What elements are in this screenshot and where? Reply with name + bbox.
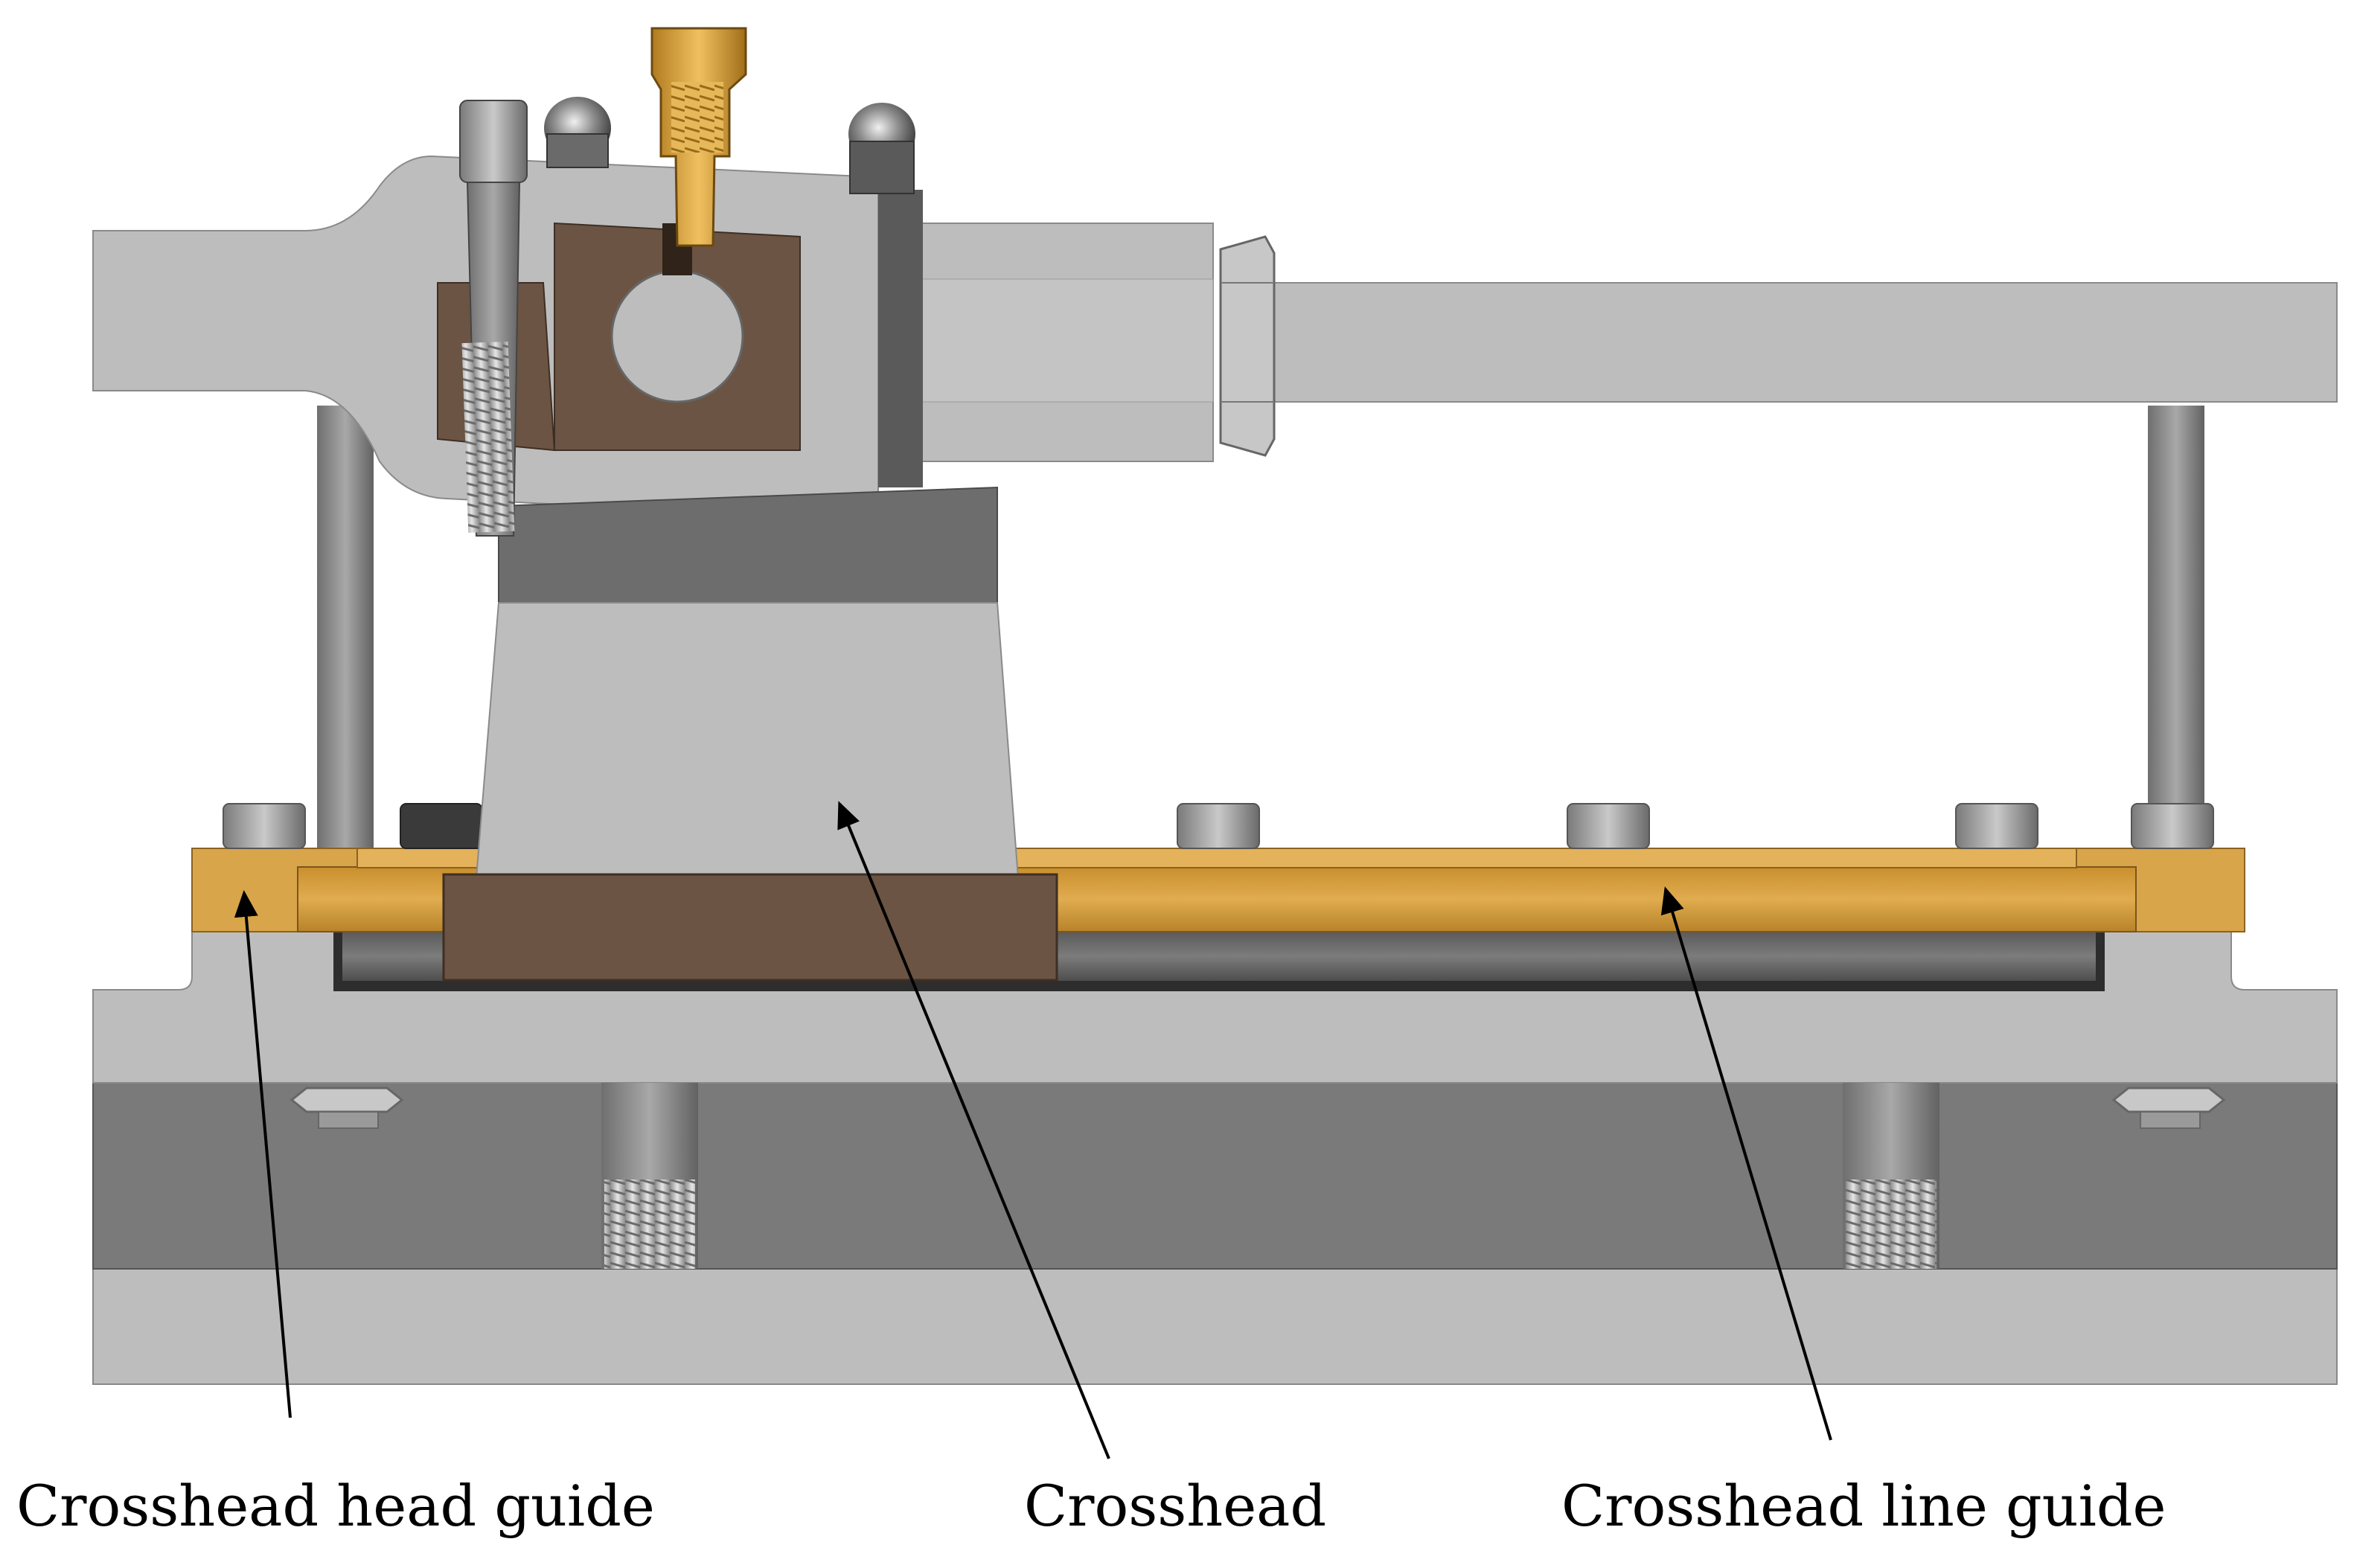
bed-nuts — [290, 1087, 2226, 1129]
label-head-guide: Crosshead head guide — [16, 1473, 655, 1539]
clamp-screw — [459, 100, 528, 537]
guide-bolts — [223, 803, 2214, 849]
dome-nut-right — [848, 103, 915, 194]
bed-studs — [601, 1083, 1939, 1269]
small-end-bearing — [437, 222, 801, 452]
label-crosshead: Crosshead — [1024, 1473, 1326, 1539]
bed-bottom-plate — [92, 1268, 2338, 1385]
guide-bolt — [1955, 803, 2038, 849]
crosshead-neck — [878, 190, 923, 487]
arrow-crosshead — [837, 801, 1110, 1459]
piston-rod — [915, 223, 2338, 462]
gudgeon-pin — [610, 269, 744, 403]
arrow-head-guide — [234, 890, 292, 1418]
pillar-left — [317, 406, 374, 852]
dome-nut-left — [544, 97, 611, 168]
nut-left — [290, 1087, 404, 1129]
bed-middle-channel — [92, 1082, 2338, 1270]
guide-bolt — [1177, 803, 1260, 849]
nut-right — [2111, 1087, 2226, 1129]
label-line-guide: Crosshead line guide — [1561, 1473, 2166, 1539]
guide-bolt — [400, 803, 483, 849]
oiler — [650, 27, 747, 247]
pillar-right — [2148, 406, 2204, 822]
arrow-line-guide — [1660, 886, 1832, 1441]
rod-lock-nut — [1219, 235, 1276, 457]
crosshead-shoe — [442, 873, 1058, 982]
guide-bolt — [223, 803, 306, 849]
annotation-crosshead: Crosshead — [837, 801, 1326, 1539]
guide-bolt — [2131, 803, 2214, 849]
screw-head — [459, 100, 528, 183]
machine-bed — [92, 931, 2338, 1385]
annotation-line-guide: Crosshead line guide — [1561, 886, 2166, 1539]
crosshead — [442, 486, 1058, 982]
dome-nuts — [544, 97, 915, 194]
guide-bolt — [1567, 803, 1650, 849]
guide-pillars — [317, 406, 2204, 852]
annotation-head-guide: Crosshead head guide — [16, 890, 655, 1539]
